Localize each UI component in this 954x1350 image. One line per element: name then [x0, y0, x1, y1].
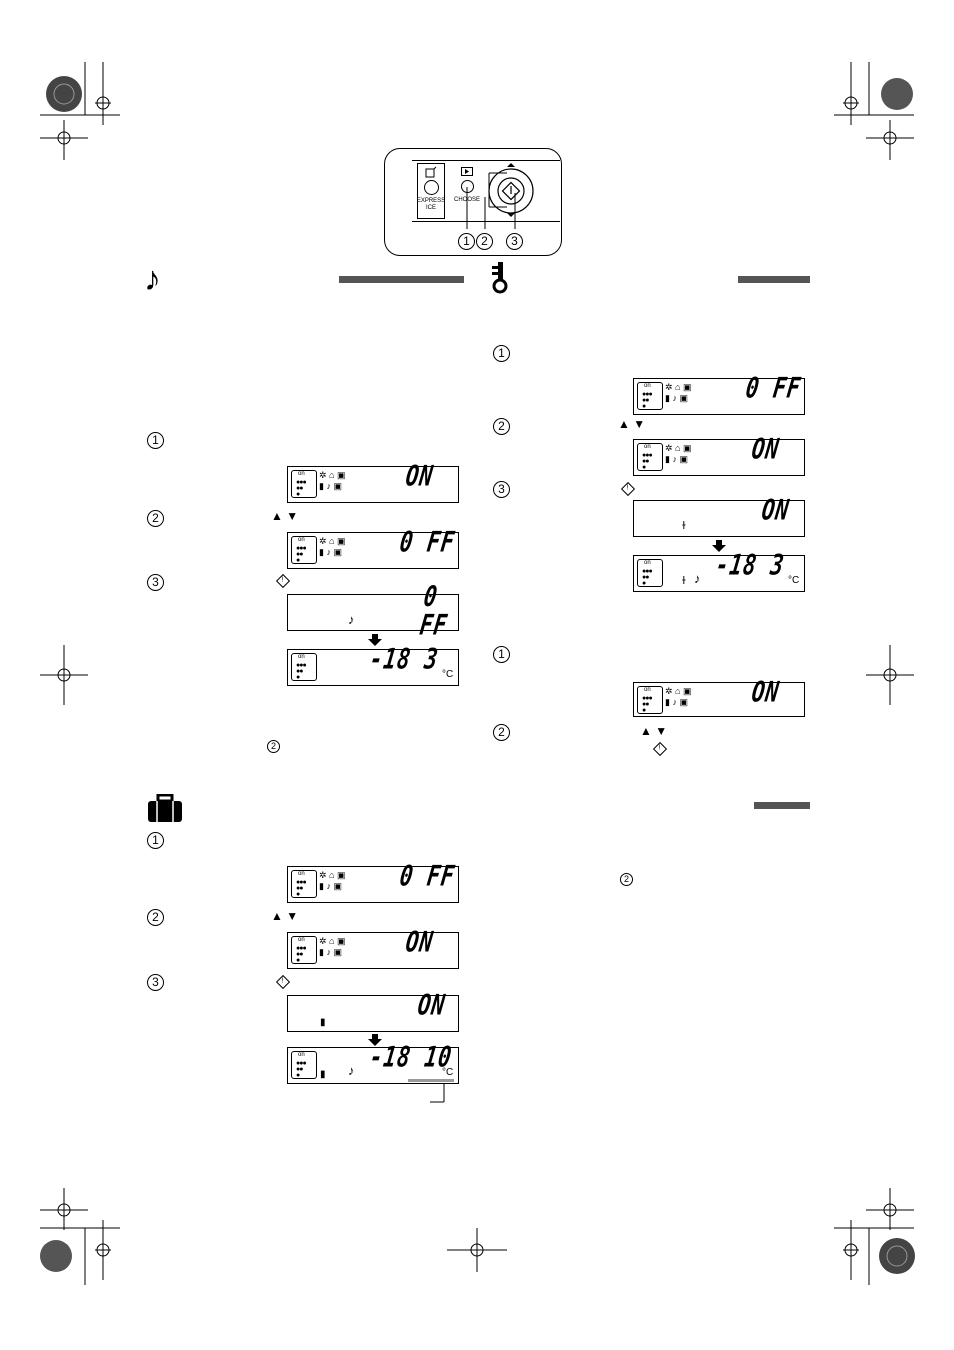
- status-icons: ✲ ⌂ ▣▮ ♪ ▣: [665, 382, 692, 403]
- key-icon: ɫ: [682, 575, 686, 587]
- status-icons: ✲ ⌂ ▣▮ ♪ ▣: [319, 936, 346, 957]
- callout-bracket: [430, 1084, 445, 1103]
- lock-step-3: 3: [493, 481, 510, 498]
- holiday-display-2: on●●● ●● ● ✲ ⌂ ▣▮ ♪ ▣ ON: [287, 925, 459, 969]
- holiday-step-1: 1: [147, 832, 164, 849]
- down-arrow-icon: [716, 540, 722, 545]
- suitcase-icon: ▮: [320, 1017, 326, 1028]
- control-panel: EXPRESS ICE CHOOSE 1 2 3: [384, 148, 562, 256]
- sound-display-3: ♪ 0 FF: [287, 581, 459, 641]
- grape-icon: on●●● ●● ●: [291, 653, 317, 681]
- choose-indicator: [457, 167, 477, 181]
- sound-step-3: 3: [147, 574, 164, 591]
- panel-strip: [412, 160, 560, 222]
- grape-icon: on●●● ●● ●: [291, 936, 317, 964]
- lock-display-3-value: ON: [759, 493, 792, 527]
- grape-icon: on●●● ●● ●: [291, 870, 317, 898]
- sound-step-1: 1: [147, 432, 164, 449]
- grape-icon: on●●● ●● ●: [291, 1051, 317, 1079]
- status-icons: ✲ ⌂ ▣▮ ♪ ▣: [319, 470, 346, 491]
- sound-display-4-value: -18 3: [367, 642, 441, 676]
- lock-display-1-value: 0 FF: [743, 371, 803, 405]
- holiday-display-3: ▮ ON: [287, 988, 459, 1032]
- callout-lines: [466, 187, 516, 229]
- status-icons: ✲ ⌂ ▣▮ ♪ ▣: [319, 536, 346, 557]
- choose-display-icon: [461, 167, 473, 176]
- unlock-display-1: on●●● ●● ● ✲ ⌂ ▣▮ ♪ ▣ ON: [633, 675, 805, 717]
- up-down-triangle-icon: ▲ ▼: [640, 724, 668, 738]
- down-arrow-icon: [372, 634, 378, 639]
- unlock-display-1-value: ON: [749, 675, 782, 709]
- grape-icon: on●●● ●● ●: [291, 536, 317, 564]
- key-icon: [492, 262, 508, 294]
- sound-display-1: on●●● ●● ● ✲ ⌂ ▣▮ ♪ ▣ ON: [287, 459, 459, 503]
- callout-3: 3: [506, 233, 523, 250]
- lock-display-4-unit: °C: [788, 575, 800, 586]
- express-ice-button[interactable]: [424, 180, 439, 195]
- section-rule-note: [754, 802, 810, 809]
- lock-display-2-value: ON: [749, 432, 782, 466]
- express-ice-key[interactable]: EXPRESS ICE: [417, 163, 445, 219]
- sound-note-ref: 2: [267, 740, 280, 753]
- up-down-triangle-icon: ▲ ▼: [618, 417, 646, 431]
- suitcase-icon: [148, 794, 182, 822]
- callout-2: 2: [476, 233, 493, 250]
- status-icons: ✲ ⌂ ▣▮ ♪ ▣: [665, 686, 692, 707]
- holiday-display-1-value: 0 FF: [397, 859, 457, 893]
- music-note-icon: ♪: [348, 612, 355, 627]
- holiday-display-4: on●●● ●● ● ▮ ♪ -18 10 °C: [287, 1040, 459, 1084]
- sound-display-2-value: 0 FF: [397, 525, 457, 559]
- lock-step-1: 1: [493, 345, 510, 362]
- up-down-triangle-icon: ▲ ▼: [271, 909, 299, 923]
- status-icons: ✲ ⌂ ▣▮ ♪ ▣: [665, 443, 692, 464]
- sound-display-2: on●●● ●● ● ✲ ⌂ ▣▮ ♪ ▣ 0 FF: [287, 525, 459, 569]
- suitcase-icon: ▮: [320, 1069, 326, 1080]
- ice-cube-icon: [425, 166, 437, 178]
- underline-bar: [408, 1079, 454, 1082]
- grape-icon: on●●● ●● ●: [637, 443, 663, 471]
- status-icons: ✲ ⌂ ▣▮ ♪ ▣: [319, 870, 346, 891]
- holiday-step-2: 2: [147, 909, 164, 926]
- grape-icon: on●●● ●● ●: [637, 559, 663, 587]
- music-note-icon: ♪: [694, 571, 701, 586]
- note-ref: 2: [620, 873, 633, 886]
- grape-icon: on●●● ●● ●: [637, 686, 663, 714]
- sound-display-1-value: ON: [403, 459, 436, 493]
- holiday-display-3-value: ON: [415, 988, 448, 1022]
- music-note-icon: ♪: [348, 1063, 355, 1078]
- lock-step-2: 2: [493, 418, 510, 435]
- sound-display-4: on●●● ●● ● -18 3 °C: [287, 642, 459, 686]
- sound-display-4-unit: °C: [442, 669, 454, 680]
- sound-display-3-value: 0 FF: [417, 580, 450, 642]
- up-down-triangle-icon: ▲ ▼: [271, 509, 299, 523]
- grape-icon: on●●● ●● ●: [637, 382, 663, 410]
- lock-display-4: on●●● ●● ● ɫ ♪ -18 3 °C: [633, 548, 805, 592]
- holiday-display-2-value: ON: [403, 925, 436, 959]
- holiday-display-4-unit: °C: [442, 1067, 454, 1078]
- express-ice-label: EXPRESS ICE: [416, 198, 446, 211]
- lock-display-1: on●●● ●● ● ✲ ⌂ ▣▮ ♪ ▣ 0 FF: [633, 371, 805, 415]
- grape-icon: on●●● ●● ●: [291, 470, 317, 498]
- sound-step-2: 2: [147, 510, 164, 527]
- callout-1: 1: [458, 233, 475, 250]
- unlock-step-1: 1: [493, 646, 510, 663]
- key-icon: ɫ: [682, 520, 686, 532]
- holiday-step-3: 3: [147, 974, 164, 991]
- section-rule-sound: [339, 276, 464, 283]
- down-arrow-icon: [372, 1034, 378, 1039]
- lock-display-4-value: -18 3: [713, 548, 787, 582]
- lock-display-2: on●●● ●● ● ✲ ⌂ ▣▮ ♪ ▣ ON: [633, 432, 805, 476]
- holiday-display-1: on●●● ●● ● ✲ ⌂ ▣▮ ♪ ▣ 0 FF: [287, 859, 459, 903]
- down-arrow-head: [712, 545, 726, 552]
- music-note-icon: ♪: [144, 260, 161, 298]
- down-arrow-head: [368, 639, 382, 646]
- holiday-display-4-value: -18 10: [367, 1040, 455, 1074]
- lock-display-3: ɫ ON: [633, 493, 805, 537]
- unlock-step-2: 2: [493, 724, 510, 741]
- section-rule-lock: [738, 276, 810, 283]
- down-arrow-head: [368, 1039, 382, 1046]
